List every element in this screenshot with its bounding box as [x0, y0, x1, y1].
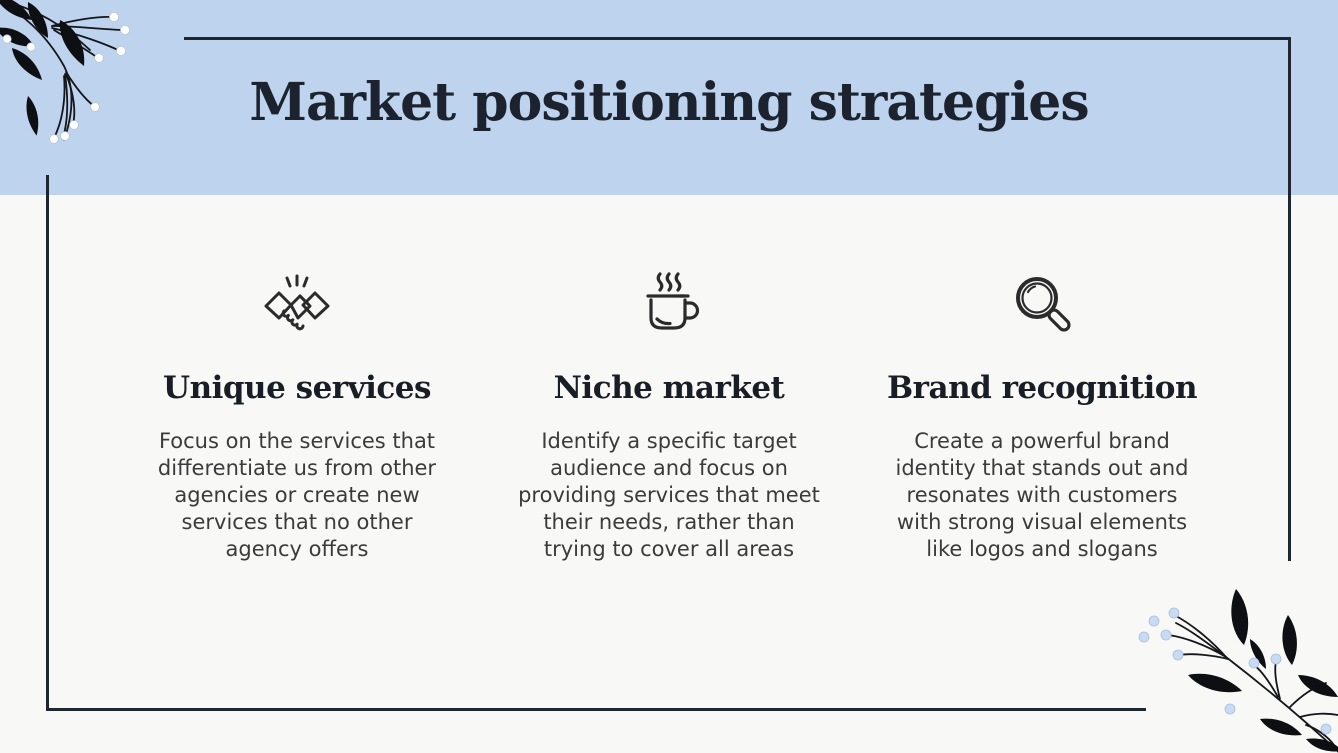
branch-bottom-right-decoration [1130, 579, 1338, 753]
frame-border-top [184, 37, 1291, 40]
header-band [0, 0, 1338, 195]
frame-border-right [1288, 37, 1291, 561]
handshake-icon [124, 268, 470, 338]
frame-border-left [46, 175, 49, 711]
coffee-mug-icon [496, 268, 842, 338]
branch-bottom-right-icon [1138, 589, 1338, 753]
column-heading: Brand recognition [886, 370, 1198, 406]
slide-title: Market positioning strategies [249, 72, 1089, 133]
frame-border-bottom [46, 708, 1146, 711]
column-brand-recognition: Brand recognition Create a powerful bran… [866, 268, 1218, 563]
magnifier-icon [866, 268, 1218, 338]
column-niche-market: Niche market Identify a specific target … [496, 268, 842, 563]
column-heading: Niche market [553, 370, 785, 406]
column-heading: Unique services [163, 370, 431, 406]
column-body: Focus on the services that differentiate… [157, 429, 437, 561]
column-body: Create a powerful brand identity that st… [895, 429, 1189, 561]
column-body: Identify a specific target audience and … [518, 429, 820, 561]
column-unique-services: Unique services Focus on the services th… [124, 268, 470, 563]
